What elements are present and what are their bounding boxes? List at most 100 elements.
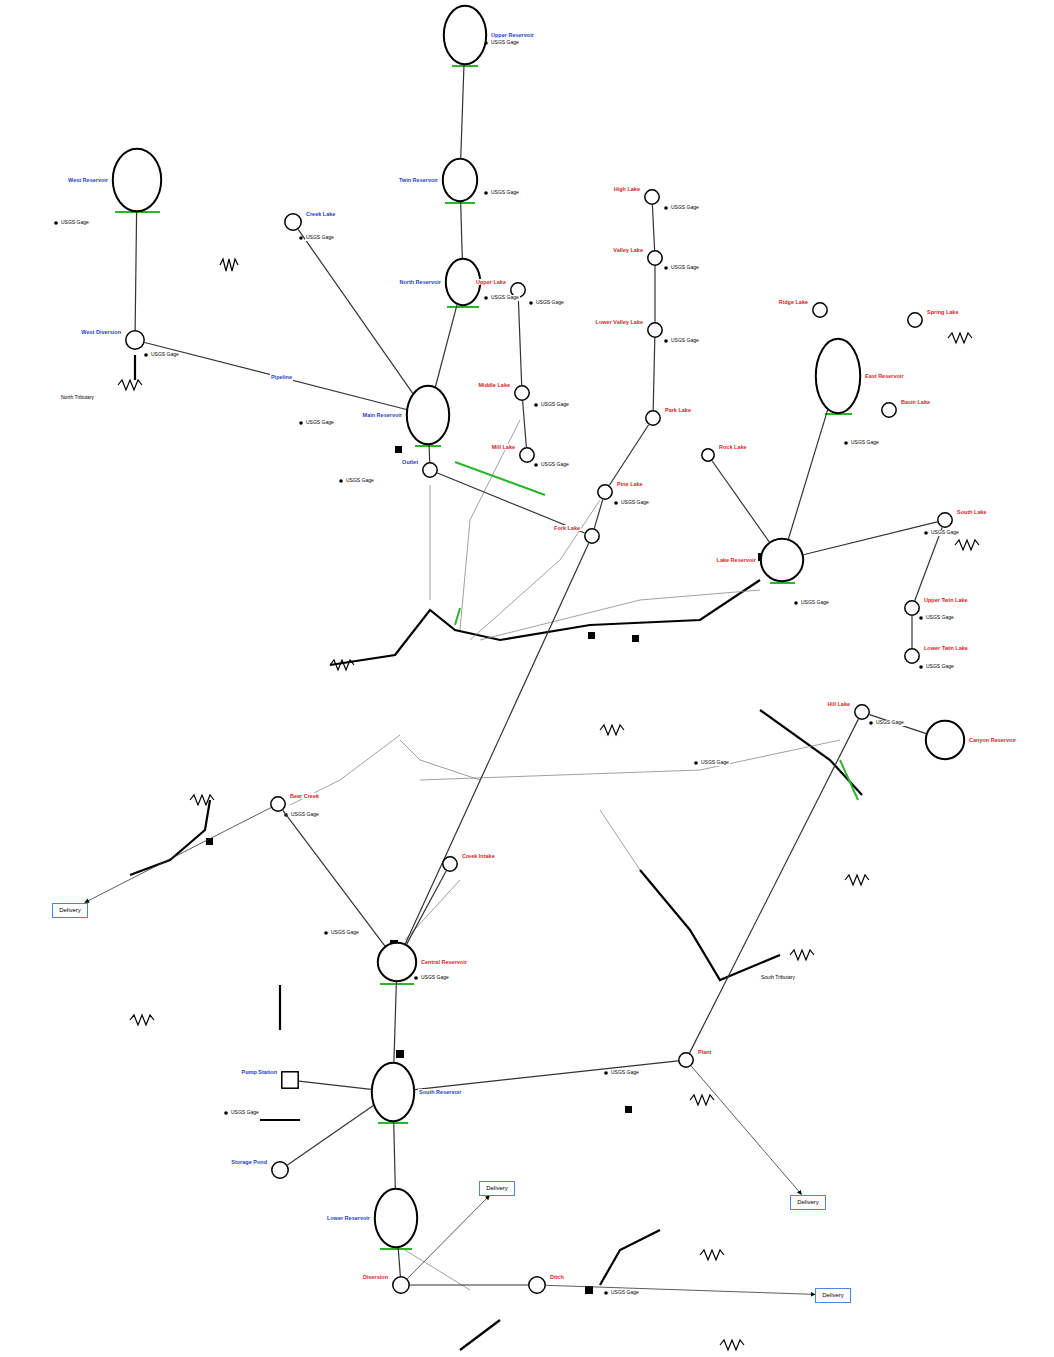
pipe-connector — [803, 522, 937, 555]
lake-circle: West Diversion — [125, 330, 145, 350]
node-outline — [815, 338, 861, 414]
lake-circle: Storage Pond — [271, 1161, 289, 1179]
reservoir-ellipse: Canyon Reservoir — [925, 720, 965, 760]
node-label: Lake Reservoir — [716, 557, 757, 563]
gage-label: USGS Gage — [305, 420, 335, 426]
node-outline — [584, 528, 600, 544]
node-label: Storage Pond — [230, 1159, 268, 1165]
node-outline — [392, 1276, 410, 1294]
gage-label: USGS Gage — [305, 235, 335, 241]
lake-circle: Pump Station — [281, 1071, 299, 1089]
aux-lines — [290, 420, 840, 1290]
node-outline — [701, 448, 715, 462]
pipe-connector — [690, 719, 859, 1053]
pipe-connector — [654, 266, 655, 322]
node-label: Lower Twin Lake — [923, 645, 969, 651]
node-label: Pump Station — [241, 1069, 278, 1075]
pipe-connector — [911, 616, 912, 648]
lake-circle: Diversion — [392, 1276, 410, 1294]
node-label: Valley Lake — [612, 247, 644, 253]
node-label: Outlet — [401, 459, 419, 465]
node-outline — [371, 1062, 415, 1122]
pipe-connector — [407, 871, 447, 944]
node-outline — [647, 250, 663, 266]
node-outline — [925, 720, 965, 760]
node-label: Creek Intake — [461, 853, 496, 859]
node-label: Spring Lake — [926, 309, 959, 315]
node-label: West Diversion — [80, 329, 122, 335]
node-outline — [760, 538, 804, 582]
reservoir-ellipse: Upper Reservoir — [443, 5, 487, 65]
node-label: Bear Creek — [289, 793, 320, 799]
lake-circle: Creek Intake — [442, 856, 458, 872]
lake-circle: Lower Twin Lake — [904, 648, 920, 664]
node-outline — [904, 648, 920, 664]
gage-label: USGS Gage — [535, 300, 565, 306]
pipe-connector — [691, 1066, 801, 1194]
node-label: Upper Twin Lake — [923, 597, 969, 603]
node-label: Canyon Reservoir — [968, 737, 1017, 743]
pipe-connector — [398, 1248, 400, 1276]
node-label: Main Reservoir — [362, 412, 403, 418]
delivery-box: Delivery — [815, 1288, 851, 1303]
lake-circle: Upper Twin Lake — [904, 600, 920, 616]
gage-label: USGS Gage — [230, 1110, 260, 1116]
pipe-connector — [652, 205, 654, 250]
node-label: Hill Lake — [826, 701, 851, 707]
box-label: Delivery — [486, 1185, 508, 1192]
reservoir-ellipse: West Reservoir — [112, 148, 162, 212]
pipe-connector — [85, 808, 271, 903]
node-label: Lower Valley Lake — [595, 319, 644, 325]
gage-label: USGS Gage — [610, 1290, 640, 1296]
box-label: Delivery — [822, 1292, 844, 1299]
node-outline — [271, 1161, 289, 1179]
node-label: Creek Lake — [305, 211, 336, 217]
node-outline — [377, 942, 417, 982]
node-outline — [281, 1071, 299, 1089]
node-outline — [374, 1188, 418, 1248]
lake-circle: Ditch — [528, 1276, 546, 1294]
node-label: Pine Lake — [616, 481, 644, 487]
node-label: Diversion — [362, 1274, 389, 1280]
gage-label: USGS Gage — [490, 295, 520, 301]
tributary-label: North Tributary — [60, 395, 95, 401]
node-outline — [443, 5, 487, 65]
node-outline — [514, 385, 530, 401]
pipe-connector — [428, 445, 430, 462]
gage-label: USGS Gage — [150, 352, 180, 358]
gage-label: USGS Gage — [420, 975, 450, 981]
reservoir-ellipse: Central Reservoir — [377, 942, 417, 982]
node-label: Twin Reservoir — [398, 177, 439, 183]
lake-circle: Plant — [678, 1052, 694, 1068]
pipe-connector — [394, 982, 396, 1062]
node-outline — [937, 512, 953, 528]
gage-label: USGS Gage — [850, 440, 880, 446]
node-label: Upper Lake — [475, 279, 507, 285]
lake-circle: Bear Creek — [270, 796, 286, 812]
node-outline — [644, 189, 660, 205]
gage-ticks — [115, 66, 858, 1249]
node-outline — [597, 484, 613, 500]
pipe-connector — [461, 202, 463, 258]
node-outline — [645, 410, 661, 426]
pipe-connector — [407, 1196, 489, 1279]
reservoir-ellipse: Lake Reservoir — [760, 538, 804, 582]
lake-circle: Creek Lake — [284, 213, 302, 231]
gage-label: USGS Gage — [620, 500, 650, 506]
pipe-connector — [298, 229, 413, 393]
node-label: Ditch — [549, 1274, 565, 1280]
node-label: Fork Lake — [553, 525, 581, 531]
box-label: Delivery — [59, 907, 81, 914]
gage-label: USGS Gage — [540, 402, 570, 408]
gage-label: USGS Gage — [670, 338, 700, 344]
node-label: Upper Reservoir — [490, 32, 535, 38]
lake-circle: Valley Lake — [647, 250, 663, 266]
edge-label: Pipeline — [270, 374, 293, 380]
gage-label: USGS Gage — [490, 190, 520, 196]
node-label: West Reservoir — [67, 177, 109, 183]
gage-label: USGS Gage — [670, 265, 700, 271]
node-outline — [270, 796, 286, 812]
node-outline — [812, 302, 828, 318]
node-label: Mill Lake — [491, 444, 516, 450]
